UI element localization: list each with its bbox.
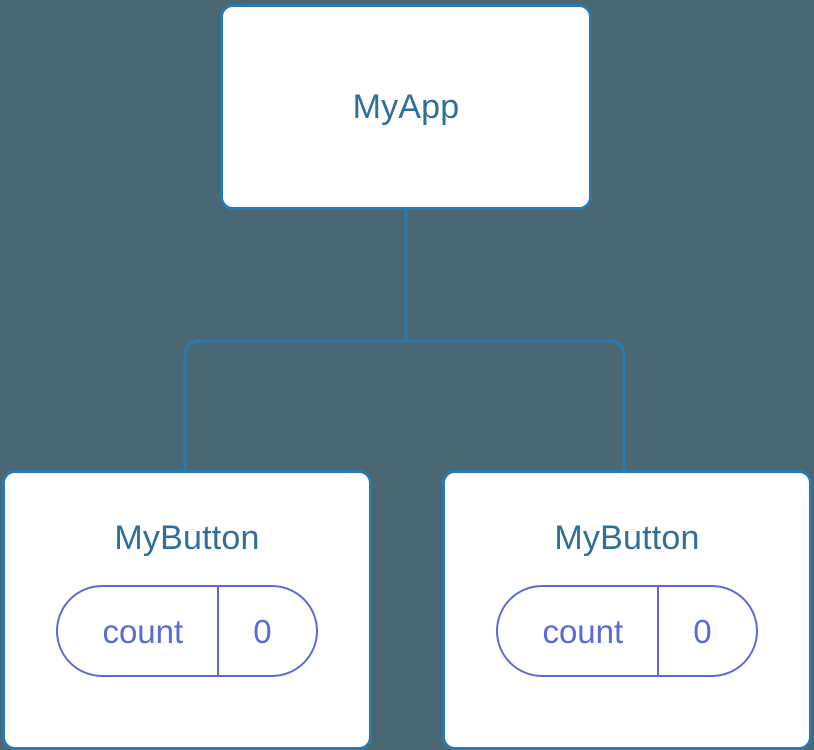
state-key: count: [542, 612, 624, 650]
node-child-myb utton-0[interactable]: MyButton count 0: [2, 470, 372, 750]
state-divider: [217, 587, 220, 675]
state-divider: [657, 587, 660, 675]
state-pill[interactable]: count 0: [496, 585, 758, 677]
edge-to-child-1: [406, 339, 626, 472]
diagram-canvas: MyApp MyButton count 0 MyButton count 0: [2, 4, 812, 750]
node-root[interactable]: MyApp: [220, 4, 592, 210]
state-pill[interactable]: count 0: [56, 585, 318, 677]
node-child-mybutton-1[interactable]: MyButton count 0: [442, 470, 812, 750]
state-value: 0: [253, 612, 272, 650]
edge-to-child-0: [183, 339, 406, 472]
node-root-title: MyApp: [352, 88, 460, 126]
state-key: count: [102, 612, 184, 650]
state-value: 0: [693, 612, 712, 650]
node-child-title: MyButton: [114, 519, 260, 557]
node-child-title: MyButton: [554, 519, 700, 557]
edge-layer: [183, 210, 626, 472]
